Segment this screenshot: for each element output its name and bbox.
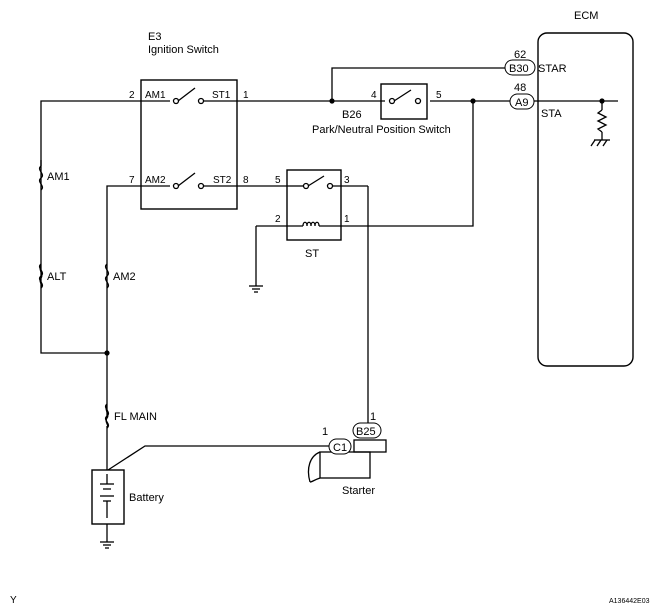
- st-pin1: 1: [344, 214, 350, 225]
- pnp-switch-box: [380, 83, 428, 120]
- ignition-contact-am2-st2: [138, 172, 240, 190]
- ign-pin-am1: AM1: [145, 90, 166, 101]
- ign-pin-am2: AM2: [145, 175, 166, 186]
- fuse-alt: [38, 263, 44, 289]
- starter-c1-label: C1: [333, 442, 347, 454]
- wire-am1-loop: [40, 100, 138, 354]
- junction-main: [104, 350, 110, 356]
- connector-a9: [509, 93, 535, 110]
- b30-signal: STAR: [538, 63, 567, 75]
- ignition-switch-box: [140, 79, 238, 210]
- relay-ground-icon: [249, 285, 263, 293]
- pnp-switch-name: Park/Neutral Position Switch: [312, 124, 451, 136]
- battery-box: [91, 469, 125, 525]
- st-relay-coil: [302, 221, 320, 227]
- ignition-contact-am1-st1: [138, 87, 240, 105]
- starter-name: Starter: [342, 485, 375, 497]
- ecm-chassis-ground: [590, 139, 610, 147]
- ecm-resistor: [596, 109, 608, 133]
- wire-c1-to-battery: [107, 445, 329, 471]
- starter-b25-label: B25: [356, 426, 376, 438]
- st-relay-box: [286, 169, 342, 241]
- wire-to-b30: [331, 67, 505, 101]
- pnp-switch-contact: [393, 89, 412, 102]
- starter-b25-pin: 1: [370, 411, 376, 423]
- fuse-fl-main: [104, 403, 110, 429]
- battery-icon: [100, 474, 114, 518]
- pnp-pin-a: 4: [371, 90, 377, 101]
- wire-am2-path: [106, 185, 138, 418]
- battery-name: Battery: [129, 492, 164, 504]
- b30-pin: 62: [514, 49, 526, 61]
- pnp-switch-code: B26: [342, 109, 362, 121]
- connector-b25: [352, 422, 382, 439]
- fuse-fl-main-label: FL MAIN: [114, 411, 157, 423]
- ign-pin-st2: ST2: [213, 175, 232, 186]
- ign-pin-st1: ST1: [212, 90, 231, 101]
- st-pin2: 2: [275, 214, 281, 225]
- fuse-alt-label: ALT: [47, 271, 67, 283]
- a9-pin: 48: [514, 82, 526, 94]
- ign-pin-st1-num: 1: [243, 90, 249, 101]
- figure-id: A136442E03: [609, 598, 650, 605]
- st-relay-name: ST: [305, 248, 319, 260]
- fuse-am1-label: AM1: [47, 171, 70, 183]
- st-relay-contact: [307, 175, 325, 187]
- fuse-am2: [104, 263, 110, 289]
- fuse-am1: [38, 160, 44, 191]
- ecm-box: [537, 32, 634, 367]
- corner-mark-left: Y: [10, 595, 17, 606]
- st-pin3: 3: [344, 175, 350, 186]
- fuse-am2-label: AM2: [113, 271, 136, 283]
- ign-pin-am2-num: 7: [129, 175, 135, 186]
- pnp-pin-b: 5: [436, 90, 442, 101]
- a9-label: A9: [515, 97, 528, 109]
- a9-signal: STA: [541, 108, 562, 120]
- starter-c1-pin: 1: [322, 426, 328, 438]
- b30-label: B30: [509, 63, 529, 75]
- st-pin5: 5: [275, 175, 281, 186]
- ignition-switch-name: Ignition Switch: [148, 44, 219, 56]
- ign-pin-st2-num: 8: [243, 175, 249, 186]
- connector-b30: [504, 59, 536, 76]
- ecm-label: ECM: [574, 10, 598, 22]
- wire-pnp-to-relay-coil: [343, 101, 474, 227]
- ign-pin-am1-num: 2: [129, 90, 135, 101]
- ignition-switch-code: E3: [148, 31, 161, 43]
- battery-ground-icon: [100, 541, 114, 549]
